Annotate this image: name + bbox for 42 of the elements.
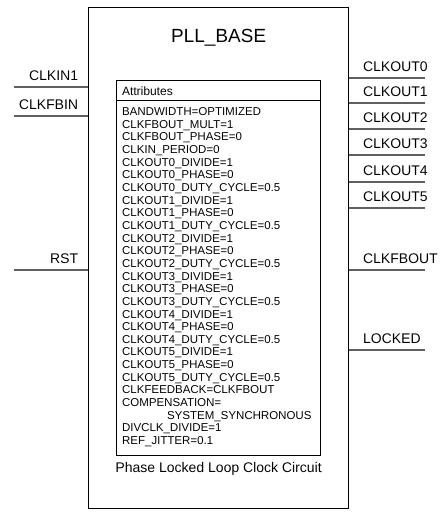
pin-label: CLKOUT0	[363, 58, 428, 74]
attribute-text: CLKOUT2_PHASE=0	[122, 245, 235, 258]
pin-label: CLKOUT1	[363, 83, 428, 99]
attribute-text: CLKOUT2_DUTY_CYCLE=0.5	[122, 258, 282, 271]
attribute-text: CLKOUT0_PHASE=0	[122, 169, 235, 182]
attribute-text: REF_JITTER=0.1	[122, 435, 214, 448]
attribute-text: CLKIN_PERIOD=0	[122, 144, 220, 157]
attribute-text: CLKOUT5_DUTY_CYCLE=0.5	[122, 372, 282, 384]
block-box	[88, 7, 349, 509]
pin-label: CLKFBIN	[18, 96, 78, 112]
attribute-text: CLKOUT5_PHASE=0	[122, 359, 235, 372]
attribute-text: BANDWIDTH=OPTIMIZED	[122, 106, 262, 119]
attribute-text: CLKOUT0_DUTY_CYCLE=0.5	[122, 182, 282, 195]
attributes-box	[116, 80, 321, 456]
pin-label: RST	[50, 250, 78, 266]
attribute-text: CLKFBOUT_MULT=1	[122, 118, 234, 132]
pin-label: CLKIN1	[28, 67, 78, 83]
block-caption: Phase Locked Loop Clock Circuit	[114, 459, 323, 476]
attribute-text: CLKOUT1_DIVIDE=1	[122, 194, 234, 208]
attribute-text: COMPENSATION= SYSTEM_SYNCHRONOUS	[122, 397, 312, 422]
attribute-text: CLKFBOUT_PHASE=0	[122, 131, 243, 144]
attribute-text: CLKOUT0_DIVIDE=1	[122, 156, 234, 170]
attribute-text: CLKOUT3_DIVIDE=1	[122, 270, 234, 284]
attribute-text: CLKOUT5_DIVIDE=1	[122, 346, 234, 360]
attribute-text: CLKOUT2_DIVIDE=1	[122, 232, 234, 246]
attribute-text: CLKOUT4_DIVIDE=1	[122, 308, 234, 322]
pin-label: CLKFBOUT	[363, 250, 438, 266]
pin-label: LOCKED	[363, 330, 421, 346]
attribute-text: CLKOUT4_PHASE=0	[122, 321, 235, 334]
pin-label: CLKOUT3	[363, 135, 428, 151]
attribute-text: DIVCLK_DIVIDE=1	[122, 422, 222, 436]
attribute-text: CLKOUT3_DUTY_CYCLE=0.5	[122, 296, 282, 308]
attribute-text: CLKOUT1_DUTY_CYCLE=0.5	[122, 220, 282, 233]
attribute-text: CLKFEEDBACK=CLKFBOUT	[122, 384, 276, 398]
header-text: Attributes	[122, 84, 173, 98]
attribute-text: CLKOUT3_PHASE=0	[122, 283, 235, 296]
pin-label: CLKOUT4	[363, 162, 428, 178]
attribute-text: CLKOUT1_PHASE=0	[122, 207, 235, 220]
pin-label: CLKOUT5	[363, 188, 428, 204]
pin-label: CLKOUT2	[363, 109, 428, 125]
block-title: PLL_BASE	[170, 26, 268, 48]
attribute-text: CLKOUT4_DUTY_CYCLE=0.5	[122, 334, 282, 346]
